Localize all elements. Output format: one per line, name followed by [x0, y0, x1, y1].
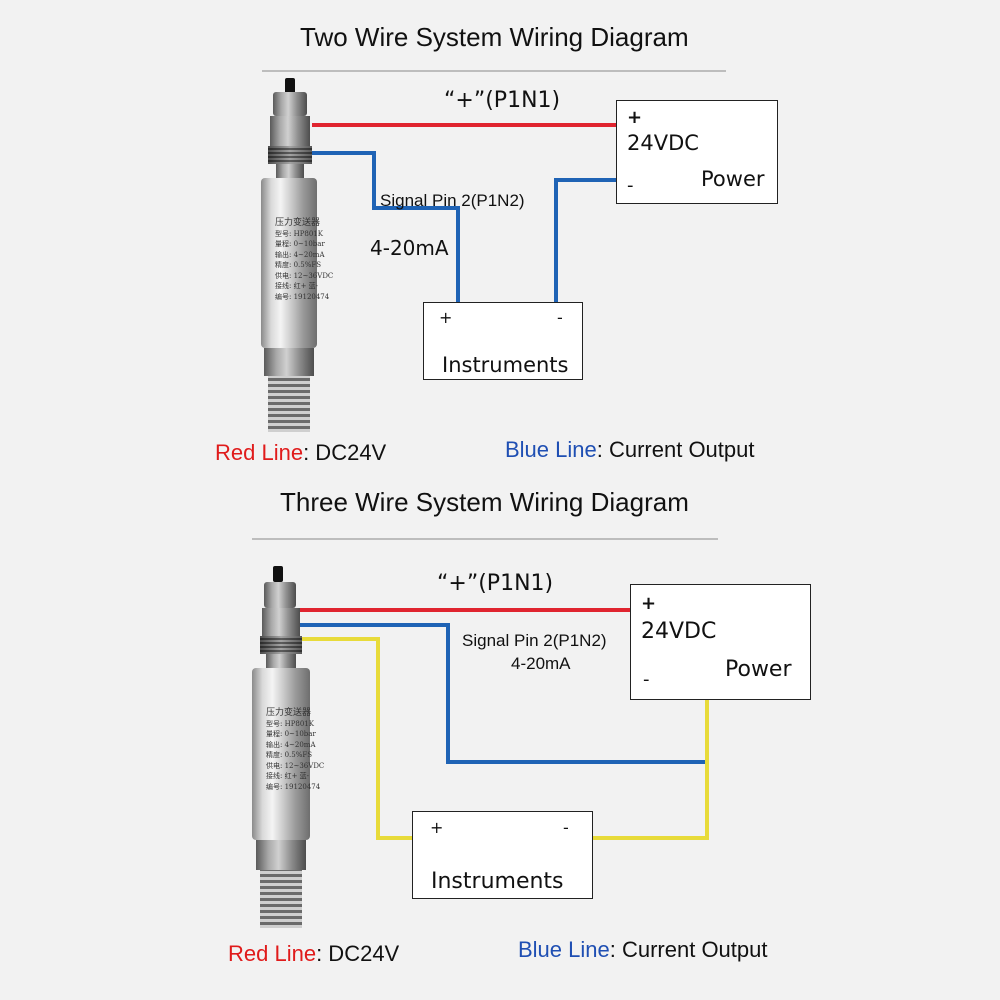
instruments-box: + - Instruments [423, 302, 583, 380]
instruments-label: Instruments [442, 353, 569, 377]
legend-blue-name: Blue Line [518, 937, 610, 962]
transmitter-body: 压力变送器 型号: HP801K 量程: 0~10bar 输出: 4~20mA … [252, 668, 324, 840]
connector-neck [266, 654, 296, 668]
signal-pin-label: Signal Pin 2(P1N2) [380, 191, 525, 210]
power-plus-terminal: + [641, 593, 657, 614]
diagram-title: Three Wire System Wiring Diagram [280, 487, 689, 517]
current-range-label: 4-20mA [370, 236, 449, 260]
p1n1-label: “+”(P1N1) [444, 88, 561, 113]
legend-blue-line: Blue Line: Current Output [518, 937, 768, 963]
legend-red-line: Red Line: DC24V [228, 941, 399, 967]
yellow-wire-instrument-plus [300, 637, 412, 840]
legend-blue-line: Blue Line: Current Output [505, 437, 755, 463]
power-voltage: 24VDC [627, 131, 699, 155]
connector-pin-cap [273, 566, 283, 582]
hex-nut [256, 840, 306, 870]
threaded-fitting [268, 376, 310, 432]
power-supply-box: + 24VDC - Power [616, 100, 778, 204]
nameplate-text: 压力变送器 型号: HP801K 量程: 0~10bar 输出: 4~20mA … [266, 708, 325, 791]
legend-blue-desc: : Current Output [609, 937, 768, 962]
signal-pin-label: Signal Pin 2(P1N2) [462, 631, 607, 650]
legend-red-desc: : DC24V [316, 941, 400, 966]
nameplate-text: 压力变送器 型号: HP801K 量程: 0~10bar 输出: 4~20mA … [275, 218, 334, 301]
legend-red-desc: : DC24V [303, 440, 387, 465]
connector-top [273, 92, 307, 116]
connector-top [264, 582, 296, 608]
blue-wire-signal-top [312, 151, 460, 302]
transmitter-body: 压力变送器 型号: HP801K 量程: 0~10bar 输出: 4~20mA … [261, 178, 333, 348]
instruments-plus-terminal: + [439, 308, 453, 327]
legend-red-name: Red Line [215, 440, 304, 465]
connector-collar [270, 116, 310, 146]
pressure-transmitter-image: 压力变送器 型号: HP801K 量程: 0~10bar 输出: 4~20mA … [244, 566, 324, 930]
pressure-transmitter-image: 压力变送器 型号: HP801K 量程: 0~10bar 输出: 4~20mA … [258, 78, 333, 434]
legend-red-name: Red Line [228, 941, 317, 966]
connector-knurled-nut [260, 636, 302, 654]
instruments-plus-terminal: + [430, 818, 444, 837]
connector-pin-cap [285, 78, 295, 94]
current-range-label: 4-20mA [511, 654, 571, 673]
blue-wire-return-top [554, 178, 616, 302]
power-plus-terminal: + [627, 107, 643, 128]
p1n1-label: “+”(P1N1) [437, 571, 554, 596]
instruments-minus-terminal: - [563, 818, 569, 837]
hex-nut [264, 348, 314, 376]
yellow-wire-power-minus [592, 700, 709, 840]
title-divider [262, 70, 726, 72]
power-supply-box: + 24VDC - Power [630, 584, 811, 700]
power-minus-terminal: - [627, 175, 634, 196]
connector-neck [276, 164, 304, 178]
legend-blue-desc: : Current Output [596, 437, 755, 462]
instruments-box: + - Instruments [412, 811, 593, 899]
instruments-minus-terminal: - [557, 308, 563, 327]
threaded-fitting [260, 870, 302, 928]
blue-wire-signal-bottom [300, 623, 707, 764]
diagram-title: Two Wire System Wiring Diagram [300, 22, 689, 52]
power-voltage: 24VDC [641, 619, 717, 644]
power-label: Power [701, 167, 765, 191]
instruments-label: Instruments [431, 869, 564, 894]
power-minus-terminal: - [643, 669, 650, 690]
legend-blue-name: Blue Line [505, 437, 597, 462]
title-divider [252, 538, 718, 540]
legend-red-line: Red Line: DC24V [215, 440, 386, 466]
connector-knurled-nut [268, 146, 312, 164]
power-label: Power [725, 657, 792, 682]
connector-collar [262, 608, 300, 636]
